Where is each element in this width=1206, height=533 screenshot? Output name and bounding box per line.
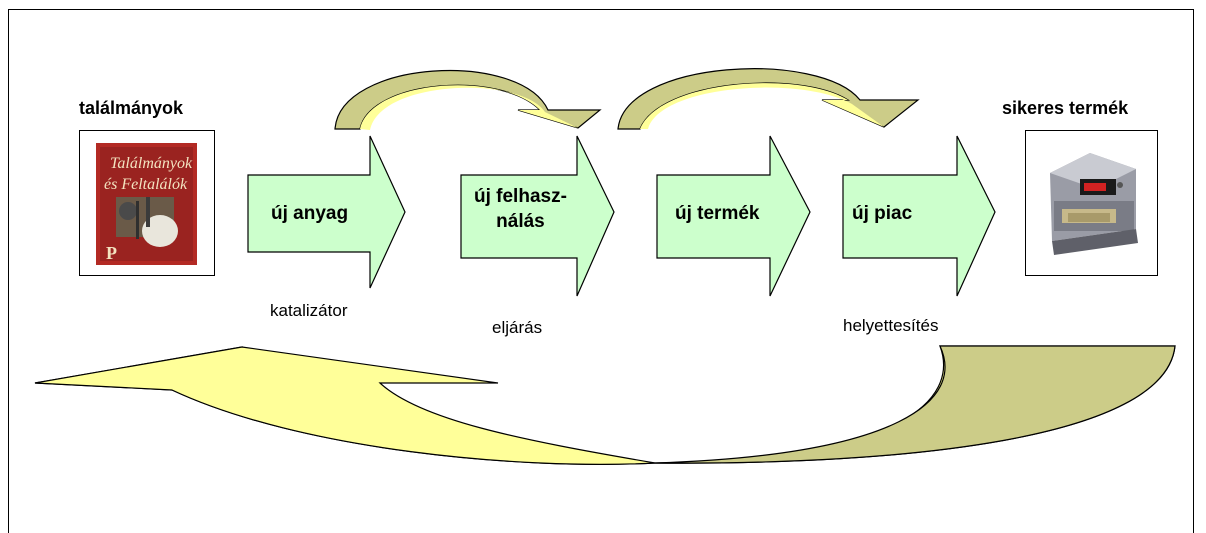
step-label-4: új piac xyxy=(852,203,913,224)
connector-label-3: helyettesítés xyxy=(843,316,939,335)
connector-label-2: eljárás xyxy=(492,318,543,337)
step-label-1: új anyag xyxy=(271,203,349,224)
step-label-2: új felhasz- nálás xyxy=(474,186,567,232)
step-arrow-4 xyxy=(842,135,996,297)
right-title: sikeres termék xyxy=(1002,98,1129,118)
top-curved-arrow-1 xyxy=(334,69,602,130)
top-curved-arrow-2 xyxy=(617,68,920,130)
right-image-frame xyxy=(1025,130,1158,276)
left-image-frame: Találmányok és Feltalálók P xyxy=(79,130,215,276)
left-title: találmányok xyxy=(79,98,184,118)
step-arrow-2 xyxy=(460,135,615,297)
step-arrow-1 xyxy=(247,135,406,289)
svg-text:és Feltalálók: és Feltalálók xyxy=(104,176,188,193)
svg-text:Találmányok: Találmányok xyxy=(110,155,193,172)
step-label-3: új termék xyxy=(675,203,760,224)
connector-label-1: katalizátor xyxy=(270,301,348,320)
step-arrow-3 xyxy=(656,135,811,297)
book-cover-image: Találmányok és Feltalálók P xyxy=(96,143,197,265)
counting-machine-image xyxy=(1050,153,1138,255)
bottom-return-arrow xyxy=(34,345,1176,465)
book-letter: P xyxy=(106,243,117,263)
diagram-frame xyxy=(8,9,1194,533)
